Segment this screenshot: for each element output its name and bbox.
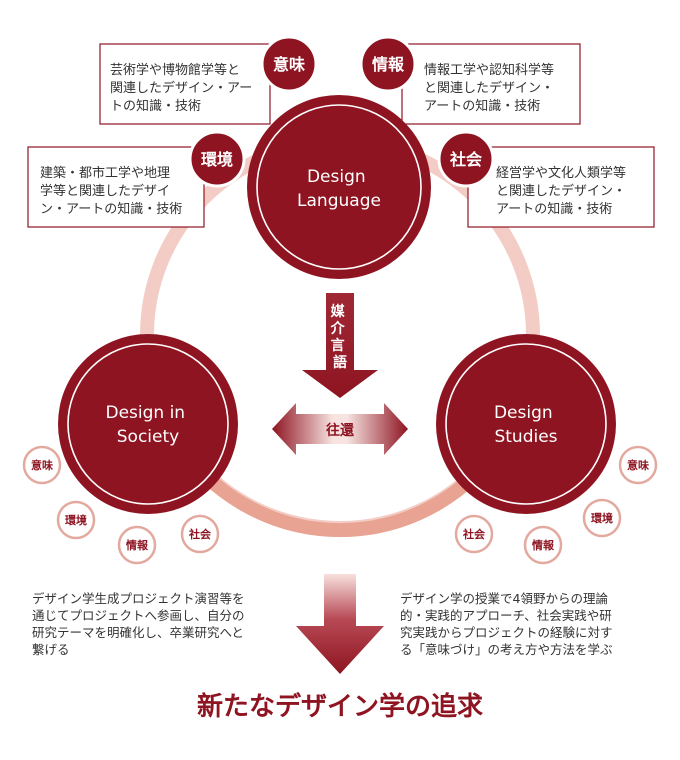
svg-text:情報工学や認知科学等 と関連したデザイン・: 情報工学や認知科学等 と関連したデザイン・ アートの知識・技術 [424,62,558,114]
svg-text:情報: 情報 [126,538,149,552]
badge-meaning-label: 意味 [273,55,305,74]
pill-left-society: 社会 [180,514,220,554]
description-left: デザイン学生成プロジェクト演習等を 通じてプロジェクトへ参画し、自分の 研究テー… [32,591,249,657]
box-info: 情報工学や認知科学等 と関連したデザイン・ アートの知識・技術 [401,43,581,125]
box-environment-line: 学等と関連したデザイ [40,183,170,199]
svg-text:意味: 意味 [627,458,649,472]
description-left-line: 研究テーマを明確化し、卒業研究へと [32,625,244,640]
description-left-line: 通じてプロジェクトへ参画し、自分の [32,608,245,623]
description-right-line: 究実践からプロジェクトの経験に対す [400,625,613,640]
svg-text:Design Language: Design Language [297,167,381,211]
badge-info-label: 情報 [372,55,405,74]
svg-text:環境: 環境 [65,513,87,527]
circle-design-studies: Design Studies [436,334,616,514]
badge-environment-label: 環境 [201,150,233,169]
description-left-line: デザイン学生成プロジェクト演習等を [32,591,245,606]
svg-text:Design in Society: Design in Society [105,403,190,447]
description-left-line: 繋げる [32,642,70,657]
pill-right-meaning: 意味 [618,445,658,485]
box-meaning-line: トの知識・技術 [110,98,201,114]
svg-text:環境: 環境 [591,511,613,525]
mediation-char: 媒 [330,303,346,320]
svg-text:媒 介 言 語: 媒 介 言 語 [330,303,350,371]
mediation-char: 言 [331,337,345,354]
pill-left-info: 情報 [117,525,157,565]
badge-meaning: 意味 [260,35,318,93]
circle-language-line2: Language [297,191,381,211]
box-environment-line: ン・アートの知識・技術 [40,201,182,217]
description-right-line: 的・実践的アプローチ、社会実践や研 [400,608,612,623]
description-right-line: る「意味づけ」の考え方や方法を学ぶ [400,642,613,657]
svg-text:社会: 社会 [188,527,212,541]
badge-society-label: 社会 [449,150,482,169]
box-society-line: と関連したデザイン・ [496,183,626,199]
circle-society-line1: Design in [105,403,185,423]
svg-text:Design Studies: Design Studies [494,403,558,447]
mediation-arrow: 媒 介 言 語 [302,293,378,398]
description-right-line: デザイン学の授業で4領野からの理論 [400,591,608,606]
big-down-arrow [296,574,384,674]
description-right: デザイン学の授業で4領野からの理論 的・実践的アプローチ、社会実践や研 究実践か… [400,591,617,657]
box-society: 経営学や文化人類学等 と関連したデザイン・ アートの知識・技術 [467,146,655,228]
pill-right-society: 社会 [454,514,494,554]
exchange-label: 往還 [326,422,355,439]
circle-design-in-society: Design in Society [58,334,238,514]
svg-text:建築・都市工学や地理 学等と関連したデザイ: 建築・都市工学や地理 学等と関連したデザイ ン・アートの知識・技術 [40,165,182,217]
circle-design-language: Design Language [247,95,431,279]
pill-right-environment: 環境 [582,498,622,538]
pill-right-info: 情報 [523,525,563,565]
box-meaning-line: 芸術学や博物館学等と [110,62,240,78]
svg-text:芸術学や博物館学等と 関連したデザイン・アー: 芸術学や博物館学等と 関連したデザイン・アー トの知識・技術 [110,62,256,114]
badge-info: 情報 [359,35,417,93]
box-info-line: 情報工学や認知科学等 [424,62,554,78]
box-society-line: アートの知識・技術 [496,201,612,217]
box-meaning: 芸術学や博物館学等と 関連したデザイン・アー トの知識・技術 [99,43,271,125]
circle-studies-line1: Design [494,403,553,423]
circle-society-line2: Society [117,427,179,447]
mediation-char: 介 [330,320,346,337]
svg-text:情報: 情報 [532,538,555,552]
box-environment: 建築・都市工学や地理 学等と関連したデザイ ン・アートの知識・技術 [27,146,205,228]
box-info-line: アートの知識・技術 [424,98,540,114]
box-meaning-line: 関連したデザイン・アー [110,80,252,96]
svg-text:経営学や文化人類学等 と関連したデザイン・: 経営学や文化人類学等 と関連したデザイン・ アートの知識・技術 [496,165,630,217]
box-environment-line: 建築・都市工学や地理 [40,165,170,181]
page-title: 新たなデザイン学の追求 [197,691,483,722]
pill-left-meaning: 意味 [22,445,62,485]
exchange-arrow: 往還 [272,403,408,455]
mediation-char: 語 [333,354,347,371]
svg-text:意味: 意味 [31,458,53,472]
svg-text:社会: 社会 [462,527,486,541]
badge-environment: 環境 [188,130,246,188]
circle-language-line1: Design [307,167,366,187]
circle-studies-line2: Studies [494,427,557,447]
box-society-line: 経営学や文化人類学等 [496,165,626,181]
box-info-line: と関連したデザイン・ [424,80,554,96]
badge-society: 社会 [437,130,495,188]
pill-left-environment: 環境 [56,500,96,540]
